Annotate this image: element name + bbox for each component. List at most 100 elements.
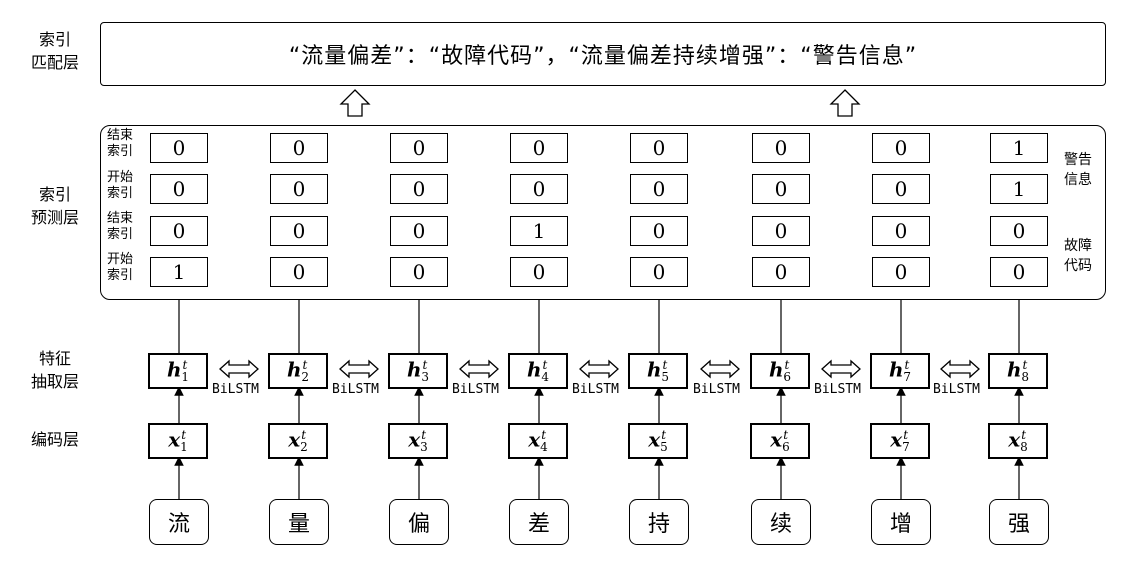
symbol-label: ht5 [647, 359, 669, 384]
symbol-label: ht7 [889, 359, 911, 384]
symbol-base: h [526, 357, 542, 382]
symbol-base: x [770, 427, 783, 452]
symbol-label: xt3 [408, 429, 427, 454]
index-value-cell: 0 [150, 216, 208, 246]
index-value-cell: 0 [510, 133, 568, 163]
index-value-cell: 0 [270, 133, 328, 163]
bidirectional-arrow-icon [459, 359, 499, 379]
symbol-subscript: 8 [1021, 370, 1029, 385]
input-embedding-box: xt5 [628, 423, 688, 459]
row-label: 结束 索引 [107, 211, 134, 242]
bidirectional-arrow-icon [940, 359, 980, 379]
input-token: 差 [509, 499, 569, 545]
index-value-cell: 0 [630, 257, 688, 287]
symbol-label: xt6 [770, 429, 789, 454]
index-value-cell: 0 [390, 257, 448, 287]
symbol-superscript: t [1022, 357, 1028, 372]
symbol-subscript: 4 [541, 370, 549, 385]
symbol-subscript: 2 [300, 440, 308, 455]
symbol-subscript: 6 [783, 370, 791, 385]
index-value-cell: 0 [990, 216, 1048, 246]
up-arrow-icon [829, 89, 861, 117]
symbol-superscript: t [1021, 427, 1027, 442]
input-token: 量 [269, 499, 329, 545]
symbol-superscript: t [784, 357, 790, 372]
symbol-label: xt7 [890, 429, 909, 454]
match-result-text: “流量偏差”：“故障代码”，“流量偏差持续增强”：“警告信息” [288, 44, 918, 69]
input-embedding-box: xt6 [750, 423, 810, 459]
symbol-label: xt1 [168, 429, 187, 454]
index-value-cell: 0 [752, 257, 810, 287]
symbol-label: xt8 [1008, 429, 1027, 454]
index-value-cell: 0 [270, 174, 328, 204]
index-predict-box [100, 125, 1106, 300]
symbol-base: h [406, 357, 422, 382]
index-value-cell: 0 [752, 216, 810, 246]
bilstm-label: BiLSTM [572, 382, 619, 397]
symbol-subscript: 7 [902, 440, 910, 455]
symbol-label: ht3 [407, 359, 429, 384]
symbol-superscript: t [661, 427, 667, 442]
input-token: 续 [751, 499, 811, 545]
input-token: 偏 [389, 499, 449, 545]
symbol-base: x [528, 427, 541, 452]
input-embedding-box: xt2 [268, 423, 328, 459]
hidden-state-box: ht7 [870, 353, 930, 389]
index-value-cell: 1 [510, 216, 568, 246]
hidden-state-box: ht5 [628, 353, 688, 389]
index-value-cell: 0 [872, 216, 930, 246]
symbol-label: xt2 [288, 429, 307, 454]
symbol-subscript: 3 [421, 370, 429, 385]
index-value-cell: 0 [990, 257, 1048, 287]
hidden-state-box: ht1 [148, 353, 208, 389]
index-value-cell: 0 [390, 216, 448, 246]
fault-code-label: 故障 代码 [1064, 238, 1092, 274]
feature-extract-layer-label: 特征 抽取层 [30, 349, 79, 391]
symbol-superscript: t [662, 357, 668, 372]
symbol-label: ht2 [287, 359, 309, 384]
input-token: 增 [871, 499, 931, 545]
symbol-subscript: 6 [782, 440, 790, 455]
index-value-cell: 0 [872, 257, 930, 287]
symbol-base: h [768, 357, 784, 382]
symbol-subscript: 7 [903, 370, 911, 385]
index-value-cell: 0 [630, 216, 688, 246]
bilstm-label: BiLSTM [332, 382, 379, 397]
hidden-state-box: ht6 [750, 353, 810, 389]
symbol-base: x [1008, 427, 1021, 452]
symbol-subscript: 1 [181, 370, 189, 385]
index-value-cell: 0 [150, 174, 208, 204]
symbol-label: ht1 [167, 359, 189, 384]
input-embedding-box: xt4 [508, 423, 568, 459]
symbol-superscript: t [904, 357, 910, 372]
index-value-cell: 0 [510, 174, 568, 204]
symbol-base: h [286, 357, 302, 382]
bidirectional-arrow-icon [579, 359, 619, 379]
index-value-cell: 1 [990, 133, 1048, 163]
hidden-state-box: ht3 [388, 353, 448, 389]
symbol-label: xt5 [648, 429, 667, 454]
index-value-cell: 0 [390, 133, 448, 163]
index-value-cell: 1 [990, 174, 1048, 204]
symbol-subscript: 5 [661, 370, 669, 385]
index-value-cell: 0 [630, 174, 688, 204]
row-label: 开始 索引 [107, 170, 134, 201]
symbol-base: x [288, 427, 301, 452]
symbol-superscript: t [783, 427, 789, 442]
input-embedding-box: xt8 [988, 423, 1048, 459]
bidirectional-arrow-icon [700, 359, 740, 379]
input-embedding-box: xt7 [870, 423, 930, 459]
input-embedding-box: xt1 [148, 423, 208, 459]
symbol-superscript: t [421, 427, 427, 442]
index-value-cell: 0 [872, 174, 930, 204]
hidden-state-box: ht4 [508, 353, 568, 389]
symbol-base: h [888, 357, 904, 382]
index-value-cell: 0 [872, 133, 930, 163]
index-value-cell: 0 [150, 133, 208, 163]
symbol-base: h [166, 357, 182, 382]
bidirectional-arrow-icon [339, 359, 379, 379]
up-arrow-icon [339, 89, 371, 117]
bilstm-label: BiLSTM [452, 382, 499, 397]
encoding-layer-label: 编码层 [30, 430, 79, 449]
